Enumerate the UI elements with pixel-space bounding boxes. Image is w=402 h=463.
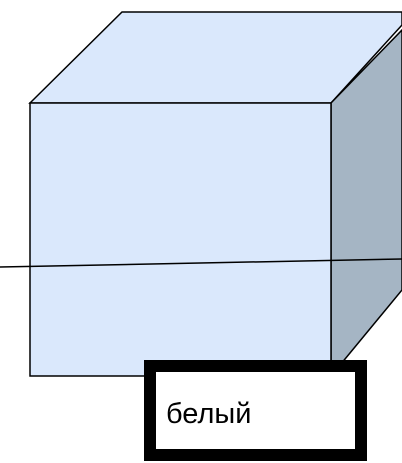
label-box xyxy=(144,360,367,461)
cube-front-face xyxy=(29,102,332,377)
plane-line xyxy=(0,258,402,268)
label-text: белый xyxy=(166,398,251,430)
